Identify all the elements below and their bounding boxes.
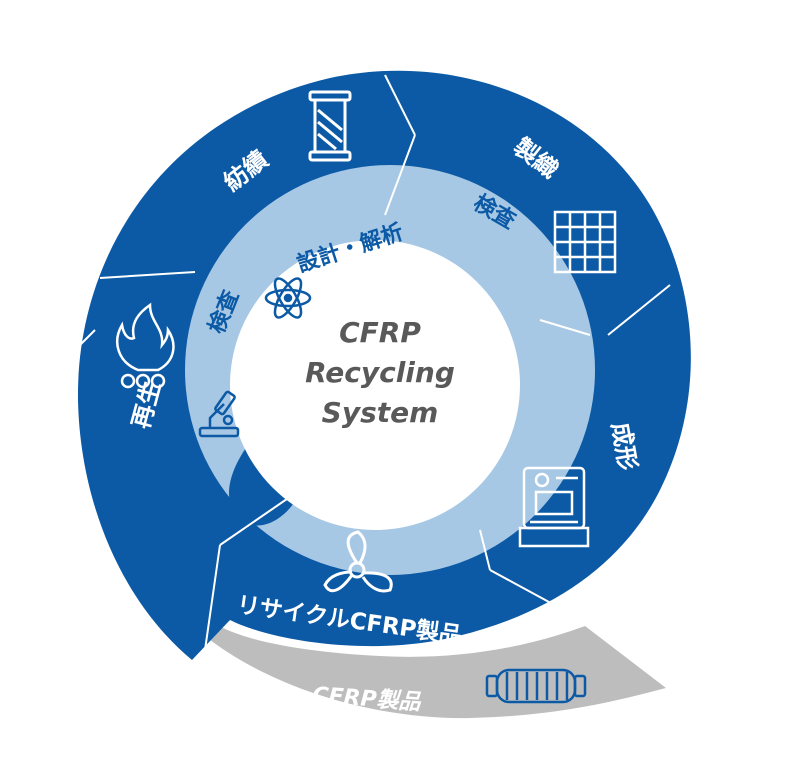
center-disc bbox=[230, 240, 520, 530]
tank-icon bbox=[485, 668, 587, 704]
molding-press-icon bbox=[518, 466, 590, 548]
center-line-1: CFRP bbox=[339, 316, 421, 349]
propeller-icon bbox=[323, 530, 393, 593]
fire-icon bbox=[116, 302, 175, 389]
segment-dividers bbox=[79, 74, 671, 651]
microscope-icon bbox=[198, 390, 240, 438]
center-line-2: Recycling bbox=[305, 356, 455, 389]
atom-icon bbox=[264, 277, 312, 319]
cfrp-product-band bbox=[200, 622, 666, 719]
yarn-spool-icon bbox=[308, 90, 352, 162]
woven-fabric-icon bbox=[553, 210, 617, 274]
center-line-3: System bbox=[322, 396, 439, 429]
inner-ring-gap bbox=[228, 445, 300, 526]
